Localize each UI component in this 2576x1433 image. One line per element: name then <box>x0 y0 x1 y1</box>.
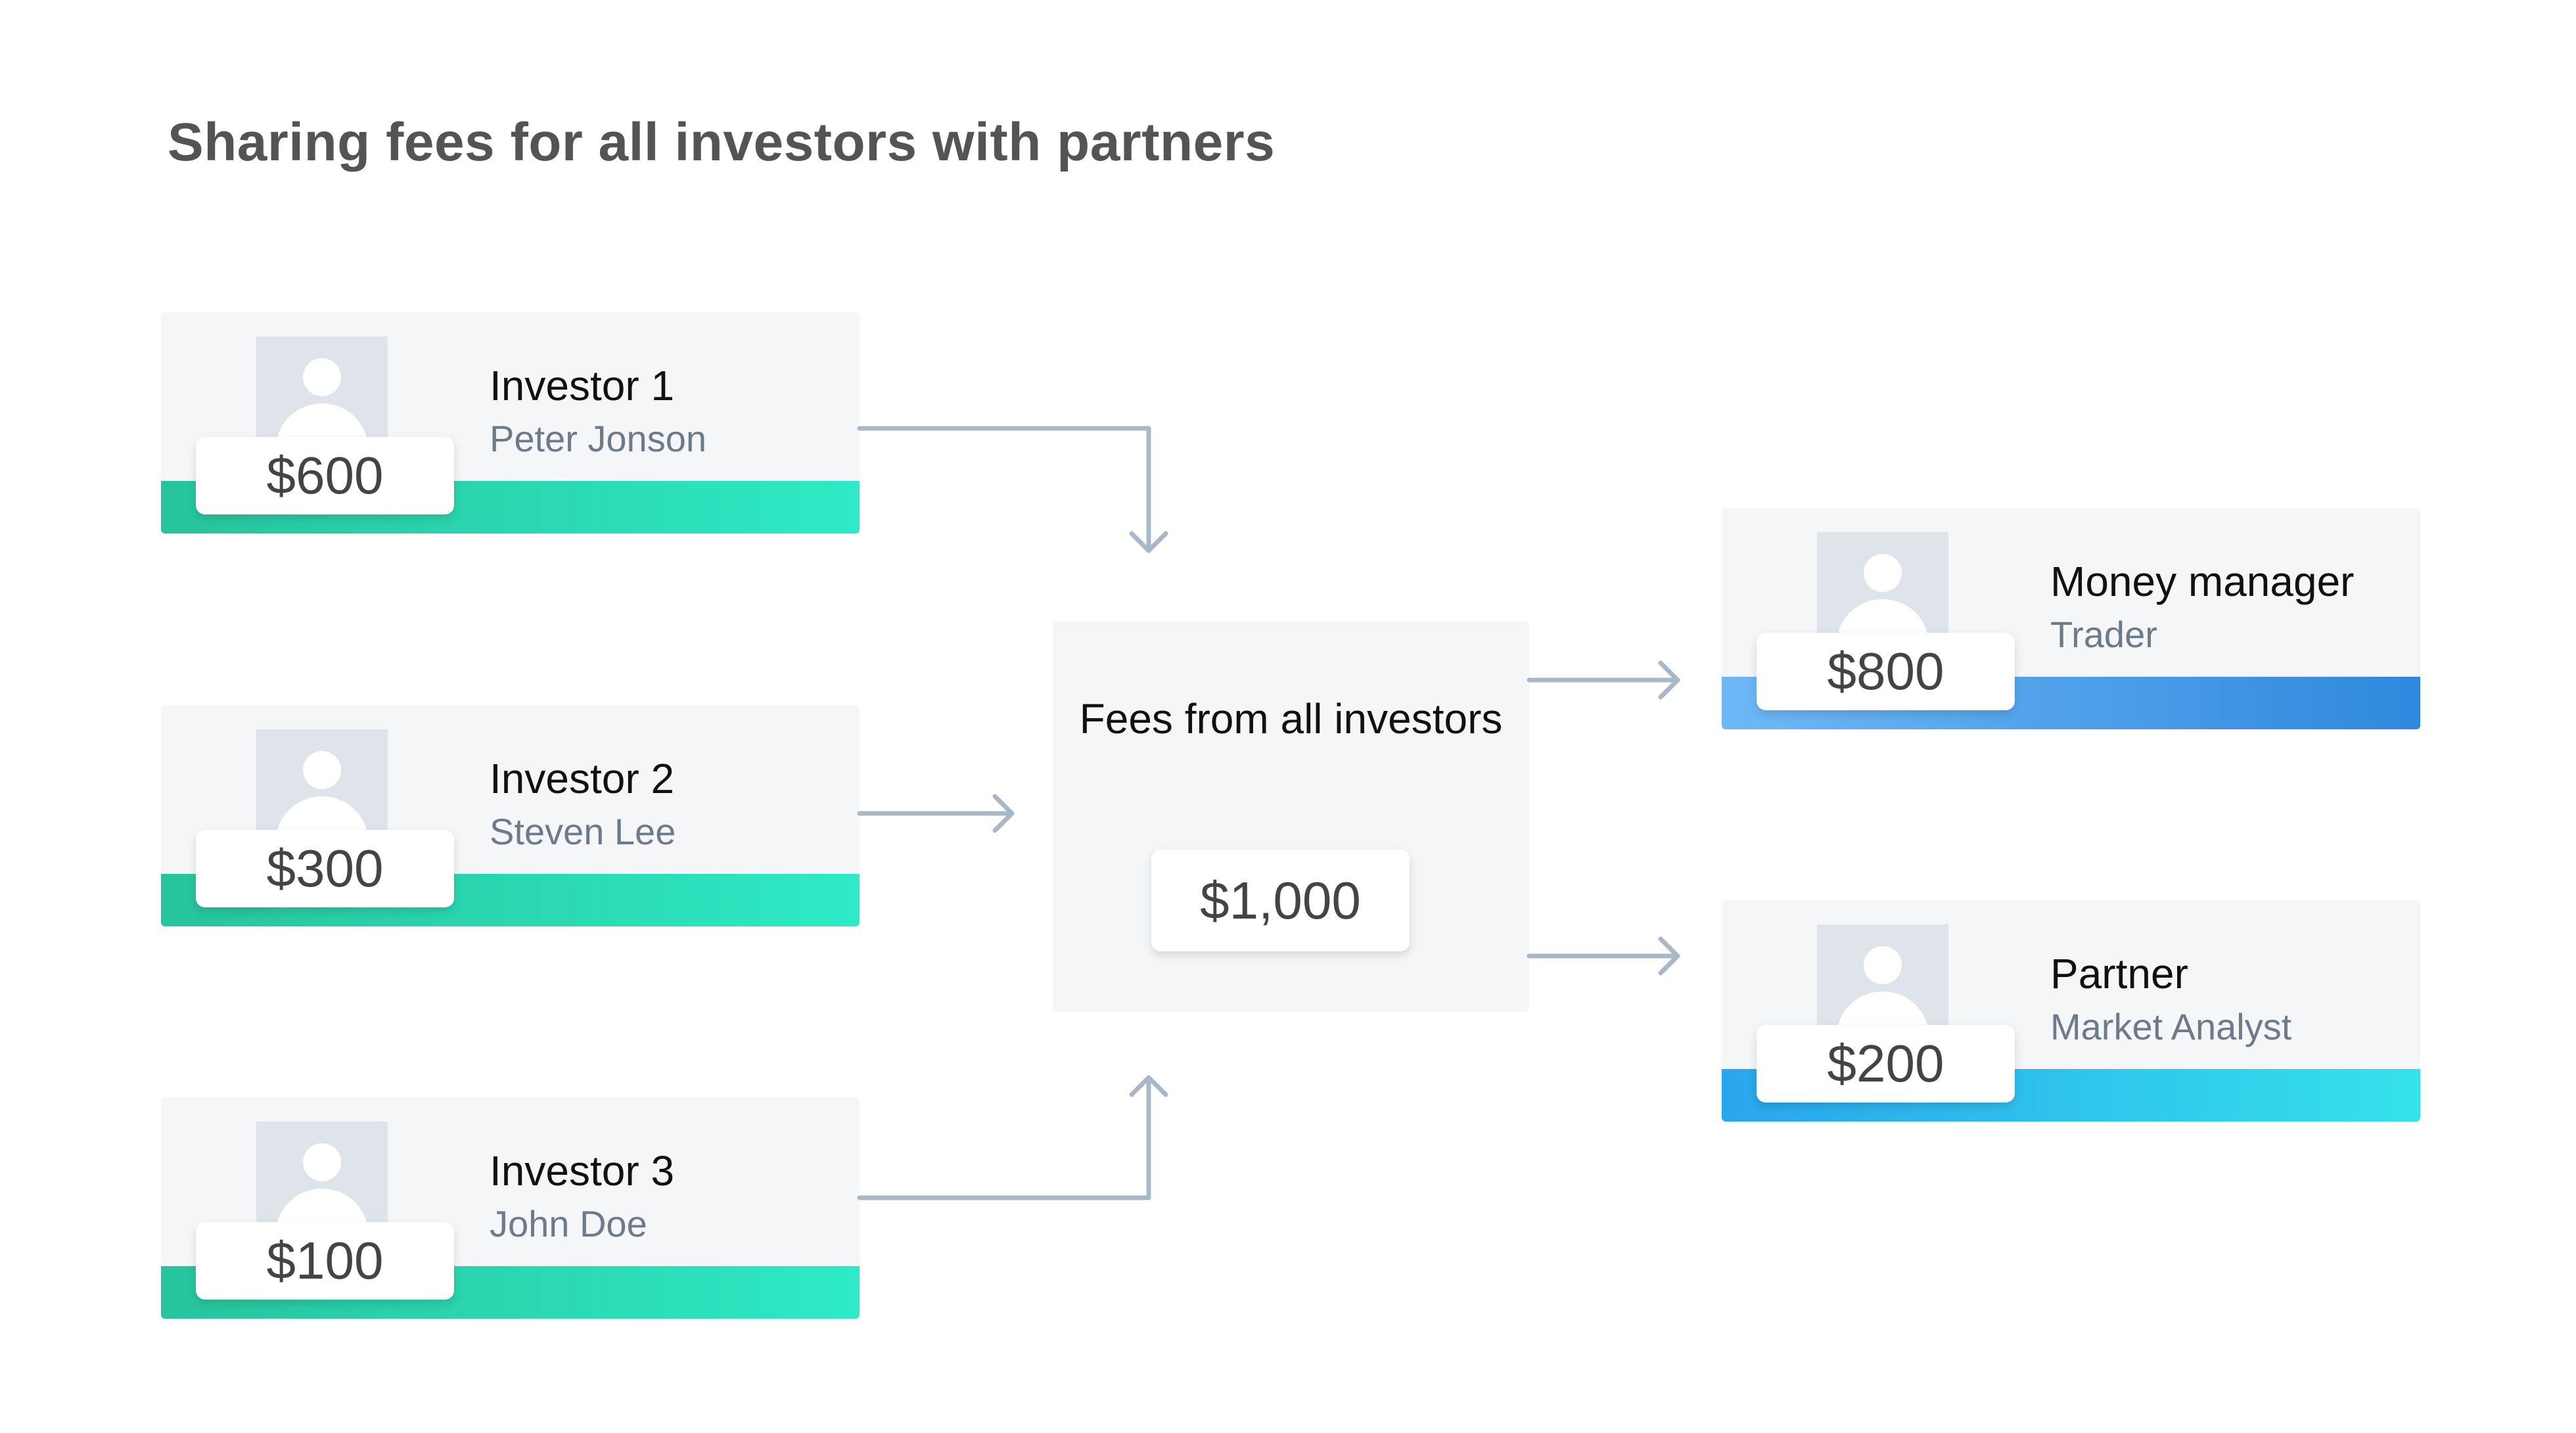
partner-card: $200 Partner Market Analyst <box>1722 900 2420 1122</box>
user-avatar-icon <box>1817 924 1948 1036</box>
arrow-icon <box>1527 936 1680 976</box>
investor-amount: $600 <box>196 437 454 514</box>
arrow-icon <box>857 794 1015 833</box>
recipient-role: Trader <box>2050 614 2157 655</box>
investor-card-3: $100 Investor 3 John Doe <box>161 1097 860 1319</box>
fees-pool-label: Fees from all investors <box>1079 695 1503 742</box>
investor-name: Investor 2 <box>490 755 675 802</box>
investor-card-1: $600 Investor 1 Peter Jonson <box>161 312 860 534</box>
investor-amount: $300 <box>196 830 454 907</box>
arrow-icon <box>857 1075 1168 1200</box>
arrow-icon <box>857 426 1168 553</box>
investor-name: Investor 3 <box>490 1147 675 1194</box>
fees-pool-total: $1,000 <box>1151 850 1410 951</box>
arrow-icon <box>1527 660 1680 700</box>
recipient-amount: $200 <box>1757 1025 2015 1103</box>
recipient-amount: $800 <box>1757 633 2015 710</box>
investor-amount: $100 <box>196 1222 454 1300</box>
page-title: Sharing fees for all investors with part… <box>168 112 1276 172</box>
money-manager-card: $800 Money manager Trader <box>1722 508 2420 729</box>
recipient-name: Partner <box>2050 950 2188 997</box>
investor-name: Investor 1 <box>490 362 675 409</box>
investor-card-2: $300 Investor 2 Steven Lee <box>161 705 860 926</box>
investor-person: John Doe <box>490 1203 647 1244</box>
investor-person: Peter Jonson <box>490 418 706 459</box>
fees-pool-card: Fees from all investors $1,000 <box>1053 621 1529 1012</box>
investor-person: Steven Lee <box>490 811 676 852</box>
recipient-name: Money manager <box>2050 558 2355 605</box>
recipient-role: Market Analyst <box>2050 1006 2292 1047</box>
